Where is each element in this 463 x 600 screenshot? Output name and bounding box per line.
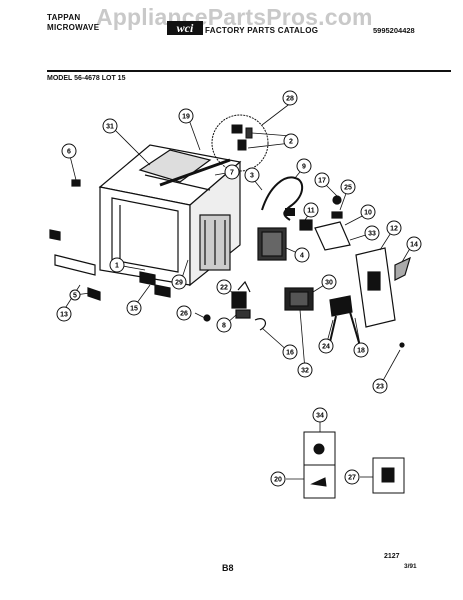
drawing-code: 2127 xyxy=(384,553,400,560)
callout-2: 2 xyxy=(283,133,299,149)
svg-text:13: 13 xyxy=(60,312,68,319)
right-parts xyxy=(257,195,411,348)
switch-cluster-detail xyxy=(211,114,269,172)
callout-16: 16 xyxy=(282,344,298,360)
svg-text:29: 29 xyxy=(175,280,183,287)
callout-30: 30 xyxy=(321,274,337,290)
svg-text:11: 11 xyxy=(307,208,315,215)
model-line: MODEL 56-4678 LOT 15 xyxy=(47,75,126,82)
callout-23: 23 xyxy=(372,378,388,394)
svg-text:12: 12 xyxy=(390,226,398,233)
svg-text:18: 18 xyxy=(357,348,365,355)
callout-9: 9 xyxy=(296,158,312,174)
catalog-title: FACTORY PARTS CATALOG xyxy=(205,26,319,35)
callout-27: 27 xyxy=(344,469,360,485)
callout-3: 3 xyxy=(244,167,260,183)
power-cord xyxy=(261,176,304,221)
product-type: MICROWAVE xyxy=(47,23,100,32)
callout-19: 19 xyxy=(178,108,194,124)
svg-text:wci: wci xyxy=(177,21,194,35)
brand-name: TAPPAN xyxy=(47,13,81,22)
mid-parts xyxy=(203,280,267,331)
callout-13: 13 xyxy=(56,306,72,322)
page-number: B8 xyxy=(222,563,234,573)
callout-29: 29 xyxy=(171,274,187,290)
cabinet-drawing xyxy=(98,144,242,287)
svg-text:19: 19 xyxy=(182,114,190,121)
watermark: AppliancePartsPros.com xyxy=(96,4,373,30)
svg-text:27: 27 xyxy=(348,475,356,482)
plug xyxy=(285,208,295,216)
callout-10: 10 xyxy=(360,204,376,220)
svg-text:4: 4 xyxy=(300,253,304,260)
callout-22: 22 xyxy=(216,279,232,295)
callout-25: 25 xyxy=(340,179,356,195)
callout-26: 26 xyxy=(176,305,192,321)
small-parts-boxes xyxy=(303,431,405,499)
svg-text:15: 15 xyxy=(130,306,138,313)
callout-17: 17 xyxy=(314,172,330,188)
revision-date: 3/91 xyxy=(404,563,417,570)
svg-text:23: 23 xyxy=(376,384,384,391)
svg-text:32: 32 xyxy=(301,368,309,375)
svg-text:3: 3 xyxy=(250,173,254,180)
svg-text:30: 30 xyxy=(325,280,333,287)
brand-block: TAPPAN MICROWAVE xyxy=(47,13,99,33)
svg-text:25: 25 xyxy=(344,185,352,192)
svg-text:2: 2 xyxy=(289,139,293,146)
callout-20: 20 xyxy=(270,471,286,487)
leader-lines xyxy=(63,98,413,480)
svg-text:1: 1 xyxy=(115,263,119,270)
callout-11: 11 xyxy=(303,202,319,218)
callout-14: 14 xyxy=(406,236,422,252)
svg-text:24: 24 xyxy=(322,344,330,351)
catalog-number: 5995204428 xyxy=(373,26,415,35)
svg-text:33: 33 xyxy=(368,231,376,238)
callout-33: 33 xyxy=(364,225,380,241)
callout-18: 18 xyxy=(353,342,369,358)
callout-1: 1 xyxy=(109,257,125,273)
callout-7: 7 xyxy=(224,164,240,180)
callout-6: 6 xyxy=(61,143,77,159)
svg-text:34: 34 xyxy=(316,413,324,420)
svg-text:31: 31 xyxy=(106,124,114,131)
callout-34: 34 xyxy=(312,407,328,423)
callout-4: 4 xyxy=(294,247,310,263)
callout-32: 32 xyxy=(297,362,313,378)
callout-12: 12 xyxy=(386,220,402,236)
callout-8: 8 xyxy=(216,317,232,333)
svg-text:28: 28 xyxy=(286,96,294,103)
svg-text:5: 5 xyxy=(73,293,77,300)
svg-text:26: 26 xyxy=(180,311,188,318)
svg-text:6: 6 xyxy=(67,149,71,156)
callout-15: 15 xyxy=(126,300,142,316)
svg-text:9: 9 xyxy=(302,164,306,171)
svg-text:20: 20 xyxy=(274,477,282,484)
callout-5: 5 xyxy=(69,289,81,301)
callout-28: 28 xyxy=(282,90,298,106)
svg-text:22: 22 xyxy=(220,285,228,292)
svg-text:8: 8 xyxy=(222,323,226,330)
svg-text:7: 7 xyxy=(230,170,234,177)
wci-logo: wci xyxy=(167,21,203,35)
header-rule xyxy=(47,70,451,72)
svg-text:10: 10 xyxy=(364,210,372,217)
svg-text:17: 17 xyxy=(318,178,326,185)
svg-text:14: 14 xyxy=(410,242,418,249)
callout-numbers: 28 31 19 6 2 7 3 9 17 25 11 10 12 33 14 … xyxy=(56,90,422,487)
callout-24: 24 xyxy=(318,338,334,354)
callout-31: 31 xyxy=(102,118,118,134)
left-parts xyxy=(49,179,171,301)
svg-text:16: 16 xyxy=(286,350,294,357)
